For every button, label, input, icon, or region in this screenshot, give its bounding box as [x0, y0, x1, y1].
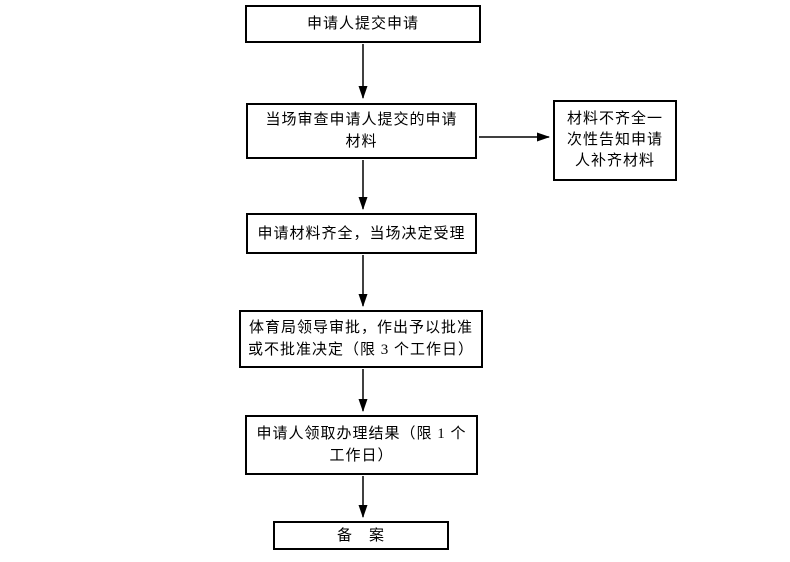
node-onsite-review-materials: 当场审查申请人提交的申请 材料	[246, 103, 477, 159]
node-submit-application: 申请人提交申请	[245, 5, 481, 43]
node-incomplete-materials-notice: 材料不齐全一 次性告知申请 人补齐材料	[553, 100, 677, 181]
node-applicant-receive-result: 申请人领取办理结果（限 1 个 工作日）	[245, 415, 478, 475]
node-bureau-leader-approval: 体育局领导审批，作出予以批准 或不批准决定（限 3 个工作日）	[239, 310, 483, 368]
node-materials-complete-accept: 申请材料齐全，当场决定受理	[246, 213, 477, 254]
node-filing-record: 备 案	[273, 521, 449, 550]
